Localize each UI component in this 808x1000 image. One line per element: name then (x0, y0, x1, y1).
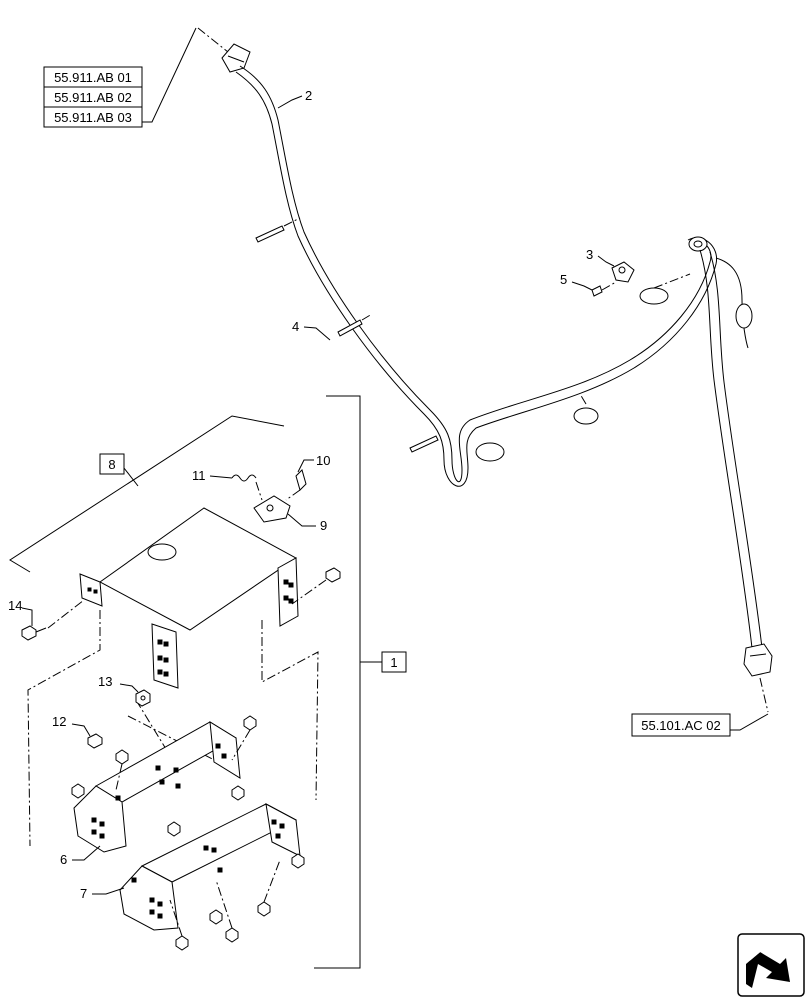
assembly-bracket-1: 1 (314, 395, 407, 969)
harness-grommet (688, 236, 708, 252)
bracket-7 (119, 803, 301, 931)
harness-connector-bottom (743, 643, 773, 677)
ref-box-group-bottom: 55.101.AC 02 (631, 713, 769, 737)
callout-9[interactable]: 9 (320, 518, 327, 533)
bolt-right-upper (325, 567, 341, 583)
ref-box-group-top: 55.911.AB 01 55.911.AB 02 55.911.AB 03 (43, 27, 229, 128)
callout-3[interactable]: 3 (586, 247, 593, 262)
assembly-bracket-8: 8 (9, 415, 285, 573)
callout-13[interactable]: 13 (98, 674, 112, 689)
nuts (87, 689, 151, 749)
bracket-6-left (73, 785, 127, 853)
callout-7[interactable]: 7 (80, 886, 87, 901)
harness-cable-outer (239, 65, 712, 483)
harness-branch-inner (709, 251, 763, 649)
bolts (21, 567, 341, 641)
plate-right-flange (277, 557, 299, 627)
plate-center-hole (147, 543, 177, 561)
callout-8[interactable]: 8 (108, 457, 115, 472)
ref-text-1[interactable]: 55.911.AB 01 (54, 70, 132, 85)
cable-tie-1 (639, 287, 669, 305)
nut-13 (135, 689, 151, 707)
cable-tie-2 (735, 303, 753, 329)
harness-branch-outer (699, 249, 753, 649)
cable-tie-3 (573, 407, 599, 425)
p-clip (611, 261, 635, 283)
callout-1-box[interactable] (381, 651, 407, 673)
plate-top-face (99, 507, 297, 631)
push-pin-1 (255, 225, 285, 243)
callout-2[interactable]: 2 (305, 88, 312, 103)
callout-14[interactable]: 14 (8, 598, 22, 613)
callout-6[interactable]: 6 (60, 852, 67, 867)
bracket-fasteners (71, 715, 305, 951)
mounting-plate (79, 507, 299, 689)
push-pin-3 (409, 435, 439, 453)
cable-tie-4 (475, 442, 505, 462)
push-pin-4 (337, 319, 363, 337)
clip-and-screw (591, 261, 635, 297)
bracket-6-right (209, 721, 241, 779)
push-pins (255, 217, 439, 453)
ref-leader-top (142, 27, 197, 123)
latch-assembly (231, 469, 307, 523)
cable-ties (475, 273, 753, 462)
ref-text-2[interactable]: 55.911.AB 02 (54, 90, 132, 105)
ref-box-3[interactable] (43, 106, 143, 128)
ref-text-4[interactable]: 55.101.AC 02 (641, 718, 721, 733)
ref-box-4[interactable] (631, 713, 731, 737)
callout-11[interactable]: 11 (192, 468, 206, 483)
plate-front-leg (151, 623, 179, 689)
wiring-harness (221, 43, 773, 713)
harness-connector-top (221, 43, 251, 73)
callout-12[interactable]: 12 (52, 714, 66, 729)
harness-cable-inner (235, 71, 718, 487)
ref-text-3[interactable]: 55.911.AB 03 (54, 110, 132, 125)
bracket-6 (73, 721, 241, 853)
ref-dash-top (197, 27, 229, 53)
callout-1[interactable]: 1 (390, 655, 397, 670)
harness-loop-branch (715, 257, 749, 349)
nut-12 (87, 733, 103, 749)
callout-8-box[interactable] (99, 453, 125, 475)
arrow-nav-icon[interactable] (737, 933, 805, 997)
bolt-14 (21, 625, 37, 641)
callout-4[interactable]: 4 (292, 319, 299, 334)
spring (231, 474, 257, 482)
latch-rivet (295, 469, 307, 491)
callout-5[interactable]: 5 (560, 272, 567, 287)
bracket-7-right (265, 803, 301, 857)
callout-10[interactable]: 10 (316, 453, 330, 468)
clip-screw (591, 285, 603, 297)
harness-callouts: 2 3 5 4 (277, 88, 615, 341)
latch (253, 495, 291, 523)
